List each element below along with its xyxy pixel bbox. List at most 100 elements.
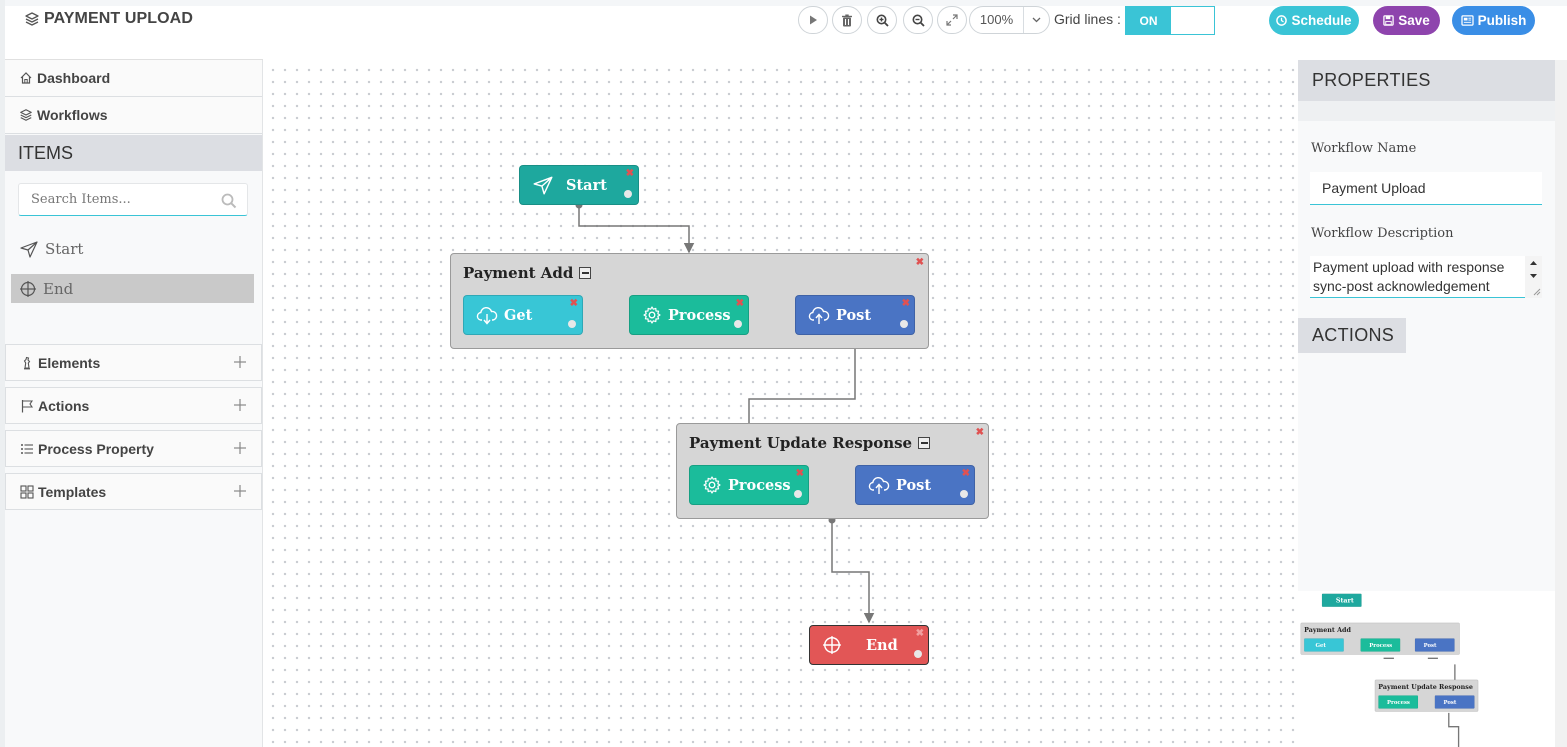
group-title-text: Payment Add (463, 264, 574, 282)
trash-icon (841, 14, 853, 27)
post-node[interactable]: Post ✖ (855, 465, 975, 505)
collapse-icon[interactable] (918, 437, 931, 449)
grid-toggle-off (1171, 7, 1214, 34)
get-node[interactable]: Get ✖ (463, 295, 583, 335)
expand-icon (946, 14, 958, 26)
publish-button[interactable]: Publish (1452, 6, 1535, 35)
accordion-actions[interactable]: Actions (5, 387, 262, 424)
group-title-text: Payment Update Response (689, 434, 913, 452)
sidebar: Dashboard Workflows ITEMS Start End Elem… (5, 60, 263, 747)
tool-item-label: Start (45, 239, 84, 258)
close-icon[interactable]: ✖ (901, 298, 910, 309)
close-icon[interactable]: ✖ (961, 468, 970, 479)
schedule-button[interactable]: Schedule (1269, 6, 1359, 35)
close-icon[interactable]: ✖ (975, 427, 984, 438)
save-button[interactable]: Save (1373, 6, 1440, 35)
page-scrollbar[interactable] (1555, 60, 1567, 747)
floppy-icon (1383, 15, 1394, 26)
clock-icon (1276, 15, 1288, 26)
output-port[interactable] (914, 650, 922, 658)
accordion-process-property[interactable]: Process Property (5, 430, 262, 467)
output-port[interactable] (568, 320, 576, 328)
zoom-in-button[interactable] (867, 6, 897, 34)
start-node[interactable]: Start ✖ (519, 165, 639, 205)
accordion-label: Templates (38, 483, 107, 500)
minimap-group-payment-update-response: Payment Update Response Process Post (1374, 679, 1479, 712)
process-node[interactable]: Process ✖ (689, 465, 809, 505)
group-title: Payment Add (463, 264, 592, 282)
zoom-out-button[interactable] (903, 6, 933, 34)
sidebar-item-label: Workflows (37, 107, 108, 123)
close-icon[interactable]: ✖ (569, 298, 578, 309)
search-field[interactable] (18, 183, 248, 216)
minimap-node-label: Start (1335, 596, 1354, 605)
end-node[interactable]: End ✖ (809, 625, 929, 665)
group-payment-add[interactable]: Payment Add ✖ Get ✖ Process ✖ Post ✖ (450, 253, 929, 349)
publish-label: Publish (1477, 13, 1527, 28)
workflow-name-input[interactable] (1310, 172, 1542, 205)
close-icon[interactable]: ✖ (915, 628, 924, 639)
node-label: Process (728, 476, 791, 494)
minimap-node-label: Post (1443, 698, 1457, 706)
grid-lines-toggle[interactable]: ON (1125, 6, 1215, 35)
process-node[interactable]: Process ✖ (629, 295, 749, 335)
workflow-name-label: Workflow Name (1311, 141, 1417, 156)
plus-icon[interactable] (233, 484, 247, 498)
schedule-label: Schedule (1291, 13, 1352, 28)
send-icon (532, 175, 554, 195)
close-icon[interactable]: ✖ (795, 468, 804, 479)
fit-screen-button[interactable] (937, 6, 967, 34)
cloud-upload-icon (808, 305, 830, 325)
delete-button[interactable] (832, 6, 862, 34)
minimap-node-label: Process (1387, 698, 1410, 706)
crosshair-icon (19, 280, 37, 298)
search-input[interactable] (29, 184, 219, 214)
minimap-post-node: Post (1414, 638, 1455, 652)
accordion-label: Actions (38, 397, 90, 414)
minimap-group-title: Payment Update Response (1378, 682, 1473, 691)
accordion-label: Process Property (38, 440, 154, 457)
output-port[interactable] (624, 190, 632, 198)
cloud-download-icon (476, 305, 498, 325)
plus-icon[interactable] (233, 441, 247, 455)
output-port[interactable] (960, 490, 968, 498)
close-icon[interactable]: ✖ (625, 168, 634, 179)
run-button[interactable] (798, 6, 828, 34)
chevron-down-icon (1024, 17, 1049, 23)
left-edge (0, 0, 5, 747)
zoom-select[interactable]: 100% (969, 6, 1050, 34)
output-port[interactable] (900, 320, 908, 328)
page-title: PAYMENT UPLOAD (24, 9, 193, 29)
flag-icon (20, 399, 34, 413)
accordion-elements[interactable]: Elements (5, 344, 262, 381)
top-strip (0, 0, 1567, 6)
group-payment-update-response[interactable]: Payment Update Response ✖ Process ✖ Post… (676, 423, 989, 519)
close-icon[interactable]: ✖ (915, 257, 924, 268)
gear-icon (642, 305, 662, 325)
description-scrollbar[interactable] (1525, 256, 1542, 298)
sidebar-item-label: Dashboard (37, 70, 111, 86)
tool-item-end[interactable]: End (11, 274, 254, 303)
close-icon[interactable]: ✖ (735, 298, 744, 309)
output-port[interactable] (734, 320, 742, 328)
search-icon[interactable] (221, 193, 237, 209)
workflow-description-input[interactable]: Payment upload with response sync-post a… (1310, 256, 1542, 298)
minimap-node-label: Get (1315, 641, 1326, 649)
node-label: Post (896, 476, 932, 494)
plus-icon[interactable] (233, 355, 247, 369)
minimap[interactable]: Start Payment Add Get Process Post Payme… (1298, 591, 1555, 747)
tool-item-start[interactable]: Start (11, 234, 254, 263)
workflow-canvas[interactable]: Start ✖ Payment Add ✖ Get ✖ Process ✖ Po… (263, 60, 1298, 747)
post-node[interactable]: Post ✖ (795, 295, 915, 335)
minimap-connectors (1381, 629, 1460, 747)
send-icon (19, 240, 39, 258)
sidebar-item-workflows[interactable]: Workflows (5, 97, 262, 134)
output-port[interactable] (794, 490, 802, 498)
accordion-label: Elements (38, 354, 101, 371)
accordion-templates[interactable]: Templates (5, 473, 262, 510)
collapse-icon[interactable] (579, 267, 592, 279)
plus-icon[interactable] (233, 398, 247, 412)
sidebar-item-dashboard[interactable]: Dashboard (5, 60, 262, 97)
node-label: Get (504, 306, 533, 324)
crosshair-icon (822, 635, 842, 655)
